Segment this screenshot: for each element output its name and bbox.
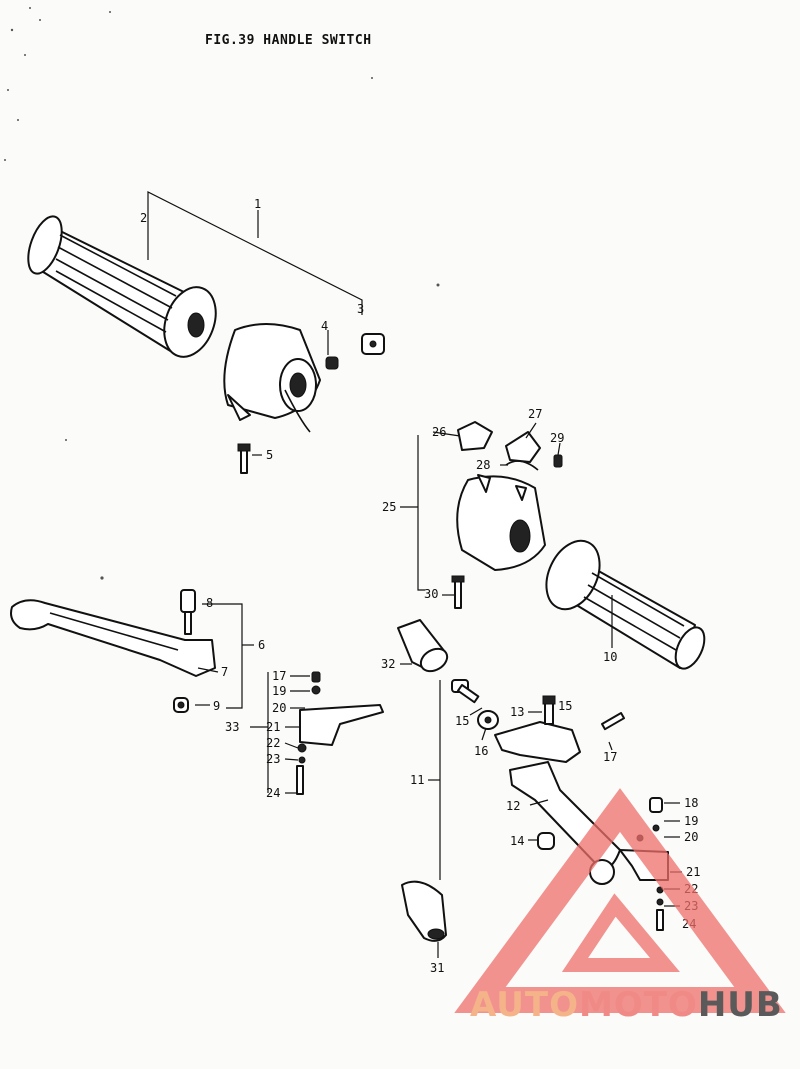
left-lever xyxy=(10,599,216,677)
callout-labels: 2 1 3 4 5 26 27 28 29 25 30 8 6 7 9 10 3… xyxy=(140,197,700,975)
callout-16: 16 xyxy=(474,744,488,758)
callout-33: 33 xyxy=(225,720,239,734)
part-3-clamp xyxy=(361,333,385,355)
part-30-screw xyxy=(451,575,465,609)
callout-21-left: 21 xyxy=(266,720,280,734)
part-15-bolt xyxy=(451,679,480,704)
part-14-nut xyxy=(537,832,555,850)
part-5-screw xyxy=(237,443,251,474)
left-switch-housing xyxy=(223,323,321,433)
callout-14: 14 xyxy=(510,834,524,848)
callout-13: 13 xyxy=(510,705,524,719)
callout-3: 3 xyxy=(357,302,364,316)
callout-21-right: 21 xyxy=(686,865,700,879)
part-26-switch xyxy=(457,421,493,451)
right-switch-housing xyxy=(456,474,546,571)
part-31-lever-boot xyxy=(401,880,447,942)
callout-6: 6 xyxy=(258,638,265,652)
scan-noise xyxy=(4,7,440,580)
callout-23-left: 23 xyxy=(266,752,280,766)
watermark-hub: HUB xyxy=(697,985,783,1025)
callout-22-left: 22 xyxy=(266,736,280,750)
callout-17-left: 17 xyxy=(272,669,286,683)
part-16-collar xyxy=(477,710,499,730)
left-grip xyxy=(27,215,217,358)
callout-18: 18 xyxy=(684,796,698,810)
callout-20-right: 20 xyxy=(684,830,698,844)
part-4-screw xyxy=(325,356,339,370)
callout-25: 25 xyxy=(382,500,396,514)
part-8-bolt xyxy=(180,589,196,635)
part-32-cable-boot xyxy=(397,619,449,673)
callout-19-left: 19 xyxy=(272,684,286,698)
part-17-screw-right xyxy=(600,712,626,731)
figure-title: FIG.39 HANDLE SWITCH xyxy=(205,33,372,48)
callout-7: 7 xyxy=(221,665,228,679)
callout-8: 8 xyxy=(206,596,213,610)
part-9-nut xyxy=(173,697,189,713)
part-29-screw xyxy=(553,454,563,468)
callout-24-left: 24 xyxy=(266,786,280,800)
watermark-auto: AUTO xyxy=(470,985,579,1025)
callout-30: 30 xyxy=(424,587,438,601)
right-lever-holder xyxy=(494,695,581,763)
callout-17-right: 17 xyxy=(603,750,617,764)
callout-11: 11 xyxy=(410,773,424,787)
callout-27: 27 xyxy=(528,407,542,421)
part-28-spring xyxy=(505,460,539,471)
callout-28: 28 xyxy=(476,458,490,472)
callout-10: 10 xyxy=(603,650,617,664)
callout-15-right: 15 xyxy=(558,699,572,713)
watermark-triangle xyxy=(454,788,786,1013)
callout-12: 12 xyxy=(506,799,520,813)
part-27-switch xyxy=(505,431,541,463)
callout-2: 2 xyxy=(140,211,147,225)
callout-4: 4 xyxy=(321,319,328,333)
callout-29: 29 xyxy=(550,431,564,445)
callout-19-right: 19 xyxy=(684,814,698,828)
callout-1: 1 xyxy=(254,197,261,211)
watermark-logo: AUTOMOTOHUB xyxy=(470,985,783,1025)
callout-15-left: 15 xyxy=(455,714,469,728)
callout-31: 31 xyxy=(430,961,444,975)
callout-9: 9 xyxy=(213,699,220,713)
callout-5: 5 xyxy=(266,448,273,462)
left-mini-switch xyxy=(296,671,384,795)
right-grip xyxy=(545,539,706,670)
watermark-moto: MOTO xyxy=(578,985,698,1025)
callout-20-left: 20 xyxy=(272,701,286,715)
callout-32: 32 xyxy=(381,657,395,671)
leader-lines xyxy=(147,191,682,958)
callout-26: 26 xyxy=(432,425,446,439)
